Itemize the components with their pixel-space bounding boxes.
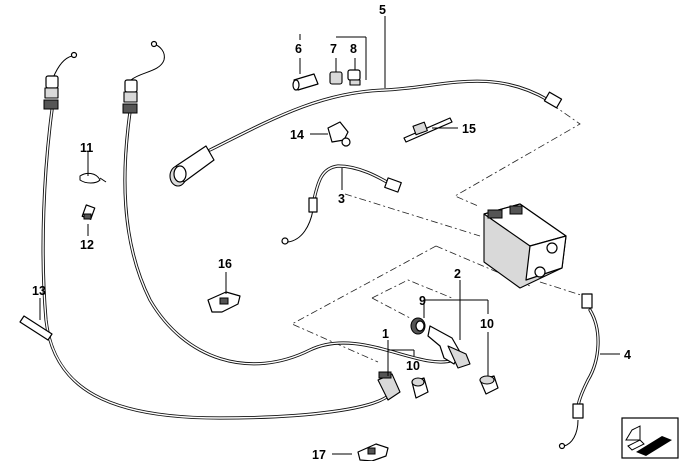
callout-1: 1 [382, 327, 389, 341]
top-cable-grommet [169, 145, 215, 187]
cable-right-4 [576, 308, 600, 410]
cable-right-long [123, 110, 456, 366]
callout-13: 13 [32, 284, 46, 298]
part-16-holder [207, 291, 241, 313]
part-2-fitting [427, 325, 471, 369]
callout-15: 15 [462, 122, 476, 136]
cable-3-ends [308, 177, 402, 213]
part-15-cable-tie [403, 117, 453, 143]
left-cable-end-fitting [43, 75, 59, 110]
callout-5: 5 [379, 3, 386, 17]
part-7-sleeve [329, 71, 343, 85]
cable-left-long [41, 108, 394, 420]
cable-4-ends [572, 293, 593, 419]
callout-9: 9 [419, 294, 426, 308]
right-cable-end-fitting [122, 79, 138, 114]
part-17-holder [357, 443, 389, 461]
callout-16: 16 [218, 257, 232, 271]
callout-7: 7 [330, 42, 337, 56]
cable-middle-3 [311, 164, 396, 206]
callout-17: 17 [312, 448, 326, 461]
callout-8: 8 [350, 42, 357, 56]
leader-lines [39, 16, 620, 455]
part-8-cap [347, 69, 361, 86]
callout-14: 14 [290, 128, 304, 142]
part-1-elbow [377, 371, 401, 401]
callout-3: 3 [338, 192, 345, 206]
callout-10-lower: 10 [406, 359, 420, 373]
part-9-grommet [410, 317, 426, 335]
part-6-pin [292, 73, 319, 91]
callout-12: 12 [80, 238, 94, 252]
part-10-cap-lower [411, 377, 429, 399]
part-10-cap-upper [479, 375, 499, 395]
callout-11: 11 [80, 141, 93, 155]
part-11-wire-clip [79, 172, 107, 184]
callout-2: 2 [454, 267, 461, 281]
callout-labels: 5 6 7 8 14 15 3 11 12 13 16 2 9 10 1 10 … [32, 3, 631, 461]
callout-4: 4 [624, 348, 631, 362]
part-13-rod [19, 315, 53, 341]
part-14-clip [327, 121, 351, 147]
callout-6: 6 [295, 42, 302, 56]
callout-10-upper: 10 [480, 317, 494, 331]
cable-top [208, 79, 550, 152]
folded-arrow-icon [621, 417, 679, 459]
part-12-connector [81, 204, 96, 220]
top-cable-right-end [543, 91, 563, 109]
control-unit [483, 203, 567, 289]
